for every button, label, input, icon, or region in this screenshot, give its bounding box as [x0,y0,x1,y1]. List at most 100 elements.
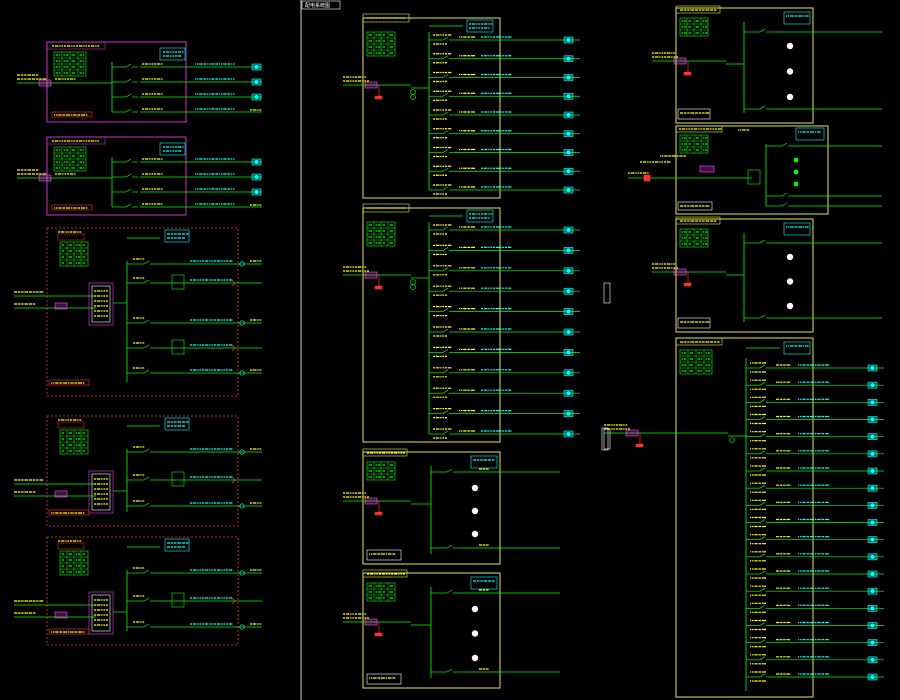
parameter-table [366,582,396,602]
breaker-symbol [441,668,459,673]
breaker-symbol [754,105,772,110]
feeder-circuit [429,244,580,254]
meter-symbol [239,449,245,455]
main-breaker [699,165,715,173]
panel-title-box [675,337,723,346]
feeder-breaker [437,287,455,292]
title-tab[interactable]: 配电系统图 [301,0,341,10]
breaker-symbol [441,589,459,594]
feeder-breaker [754,587,772,592]
spec-box [795,127,825,141]
incoming-terminal [603,282,611,304]
load-terminal [563,92,574,100]
parameter-table [59,550,89,576]
spec-box [164,229,190,243]
indicator-lamp [786,93,794,101]
breaker-symbol [138,597,156,602]
note-box [48,628,90,635]
fuse-symbol [231,279,236,287]
load-terminal [563,226,574,234]
feeder-circuit [746,534,884,543]
panel-outline [46,227,239,397]
breaker-symbol [138,260,156,265]
breaker-symbol [138,369,156,374]
breaker-symbol [754,239,772,244]
feeder-circuit [746,551,884,561]
note-box [51,204,93,211]
panel-outline [362,207,501,443]
parameter-table [53,146,87,172]
load-terminal [563,287,574,295]
feeder-circuit [429,306,580,315]
feeder-breaker [754,484,772,489]
distribution-box-yellow [343,203,580,443]
incoming-line [17,169,112,182]
feeder-breaker [437,328,455,333]
warning-tag [374,95,383,100]
parameter-table [366,221,396,247]
indicator-lamp [786,42,794,50]
spec-box [470,576,498,590]
panel-outline [46,415,239,527]
feeder-circuit [746,619,884,629]
spec-box [470,455,498,469]
spec-box [783,11,811,25]
panel-title-box [362,13,410,23]
incoming-line [604,424,728,448]
note-box [677,317,711,329]
load-terminal [867,433,878,440]
load-terminal [867,416,878,423]
feeder-circuit [746,465,884,475]
incoming-line [17,74,112,87]
load-terminal [563,369,574,377]
warning-tag [374,285,383,290]
indicator-lamp [793,169,799,175]
breaker-symbol [120,203,138,208]
breaker-symbol [138,319,156,324]
feeder-breaker [437,111,455,116]
feeder-breaker [437,267,455,272]
transformer-symbol [410,89,416,95]
meter-symbol [239,570,245,576]
load-terminal [867,639,878,646]
panel-outline [362,17,501,199]
meter-symbol [239,320,245,326]
breaker-symbol [776,192,794,197]
parameter-table [59,429,89,455]
feeder-breaker [437,74,455,78]
breaker-symbol [776,202,794,207]
warning-tag [683,282,692,287]
load-terminal [563,186,574,194]
feeder-circuit [429,34,580,44]
distribution-box-purple [17,136,262,216]
indicator-lamp [793,181,799,187]
spec-box [159,142,186,156]
panel-outline [675,218,814,333]
feeder-circuit [429,387,580,397]
panel-title-box [362,569,408,578]
main-breaker [38,174,52,182]
feeder-breaker [437,36,455,41]
load-terminal [563,267,574,275]
feeder-circuit [429,224,580,234]
note-box [366,549,402,561]
feeder-circuit [746,671,884,681]
feeder-circuit [746,516,884,526]
warning-tag [683,71,692,76]
parameter-table [679,228,709,248]
feeder-circuit [429,53,580,63]
incoming-line [343,613,411,637]
load-terminal [867,587,878,595]
breaker-symbol [441,544,459,549]
warning-tag [635,443,644,448]
note-box [677,108,711,120]
load-terminal [867,519,878,526]
incoming-line [343,266,411,290]
feeder-circuit [429,146,580,156]
main-breaker [38,79,52,87]
load-terminal [563,130,574,138]
panel-outline [675,337,814,698]
load-terminal [251,78,262,86]
